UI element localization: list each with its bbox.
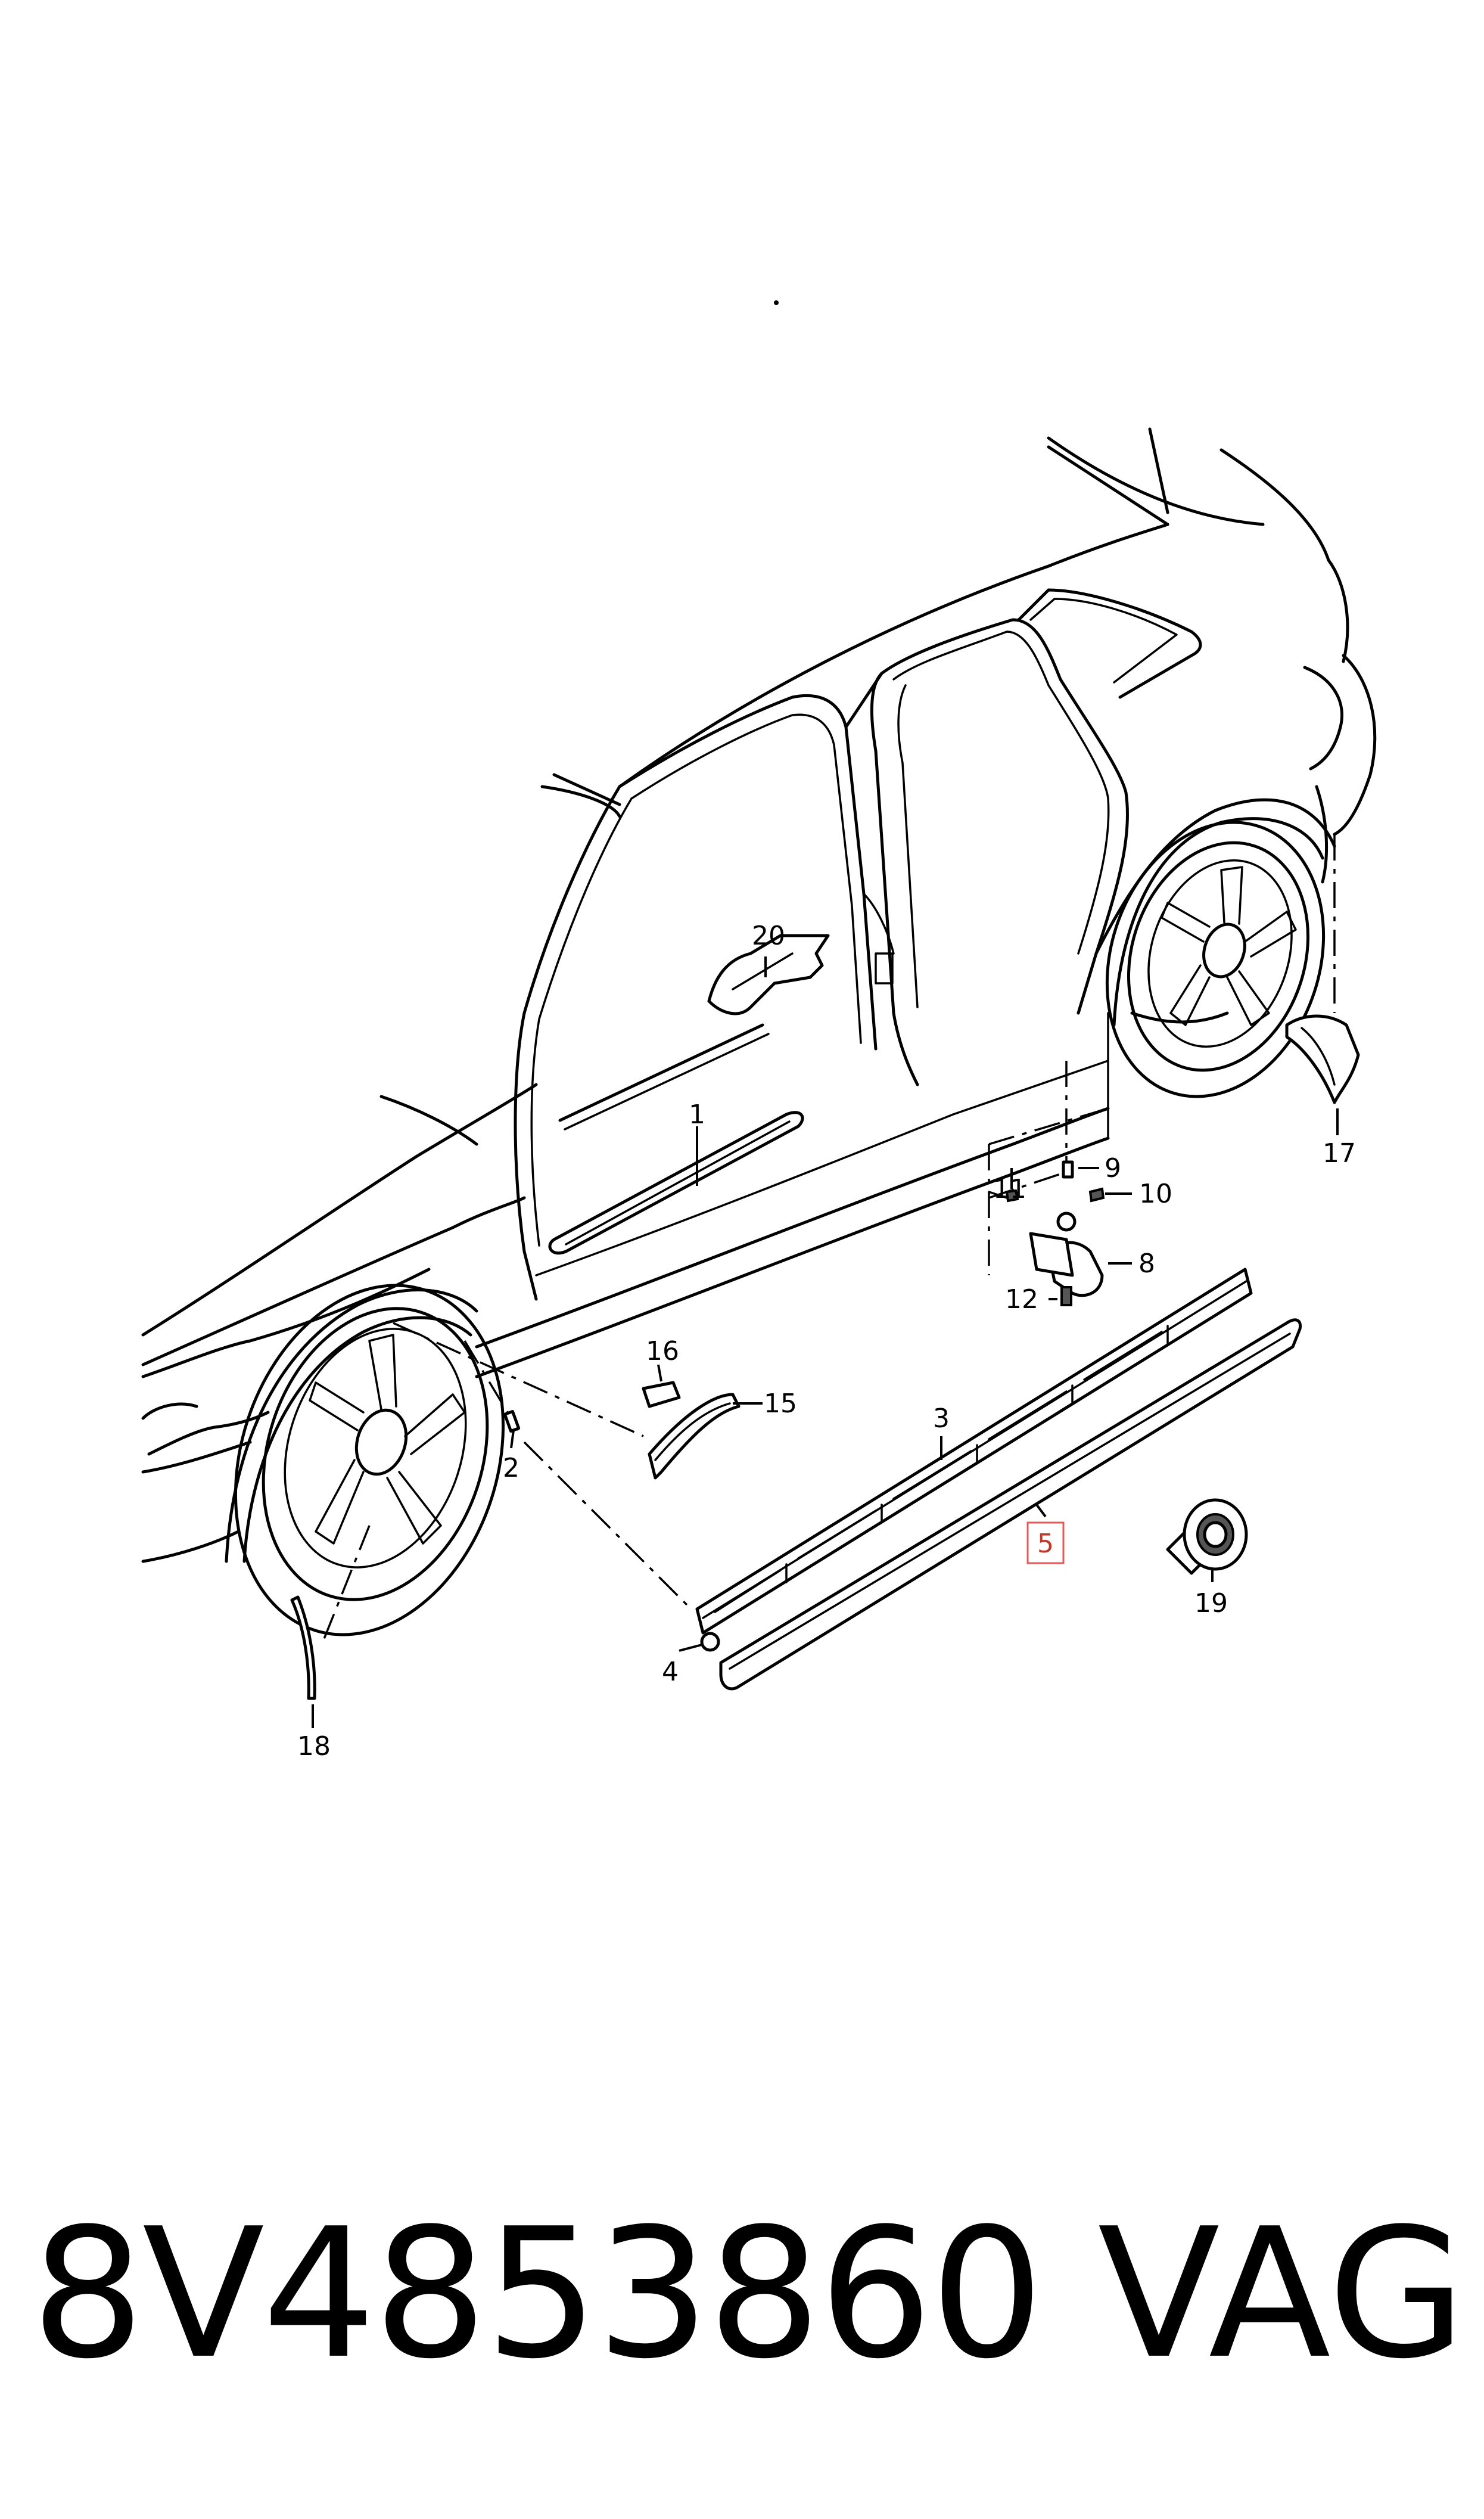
callout-9: 9 (1105, 1153, 1121, 1184)
tape-roll-part-19 (1166, 1498, 1248, 1582)
callout-4: 4 (662, 1657, 679, 1687)
side-sill-panel-part-5 (719, 1318, 1302, 1691)
callout-2: 2 (503, 1453, 519, 1483)
mounting-bracket-assembly (988, 1160, 1132, 1306)
callout-8: 8 (1138, 1248, 1155, 1279)
part-number: 8V4853860 (31, 2190, 1044, 2398)
callout-3: 3 (933, 1403, 950, 1434)
callout-19: 19 (1194, 1588, 1228, 1619)
callout-17: 17 (1323, 1138, 1356, 1169)
assembly-lines (321, 834, 1336, 1645)
callout-18: 18 (297, 1731, 331, 1762)
callout-1: 1 (689, 1099, 705, 1130)
callout-12: 12 (1005, 1284, 1038, 1315)
callout-10: 10 (1139, 1179, 1172, 1209)
callout-5-highlight-box (1026, 1521, 1065, 1564)
arch-strip-part-18 (290, 1595, 316, 1728)
callout-16: 16 (646, 1336, 679, 1366)
callout-11: 11 (993, 1174, 1026, 1204)
clip-part-2 (503, 1410, 521, 1449)
rear-mudflap-part-17 (1285, 1014, 1360, 1135)
rear-wheel (1105, 817, 1326, 1098)
fastener-part-4 (679, 1632, 720, 1652)
door-insulation-panel (707, 934, 830, 1015)
door-sill-trim (548, 1023, 804, 1255)
stray-dot (774, 300, 779, 305)
callout-15: 15 (764, 1389, 797, 1419)
callout-20: 20 (752, 921, 785, 951)
arch-trim-part-15 (642, 1364, 763, 1480)
sill-mounting-rail-part-3 (695, 1268, 1253, 1635)
b-pillar-latch (875, 952, 894, 984)
callout-5: 5 (1037, 1529, 1054, 1559)
brand-label: VAG (1097, 2190, 1466, 2398)
front-wheel (225, 1284, 505, 1636)
